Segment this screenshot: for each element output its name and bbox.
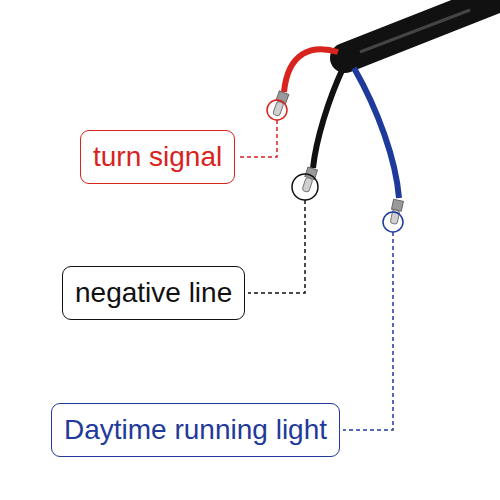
label-box: turn signal [80, 130, 235, 184]
label-box: Daytime running light [51, 403, 340, 457]
wire-label: Daytime running light [64, 414, 327, 445]
wire-label: negative line [75, 277, 232, 308]
wire-label: turn signal [93, 141, 222, 172]
label-box: negative line [62, 266, 245, 320]
